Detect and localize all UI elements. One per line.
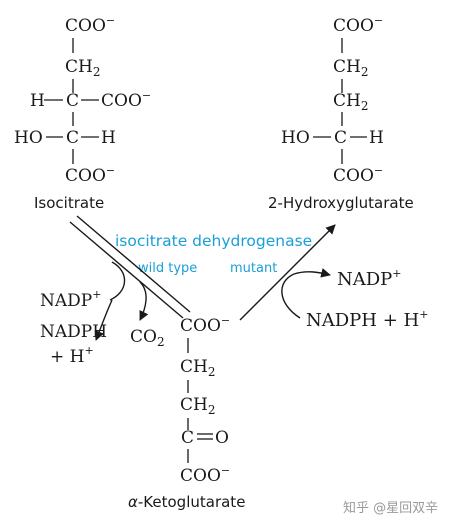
- left-nadph: NADPH: [40, 322, 107, 342]
- left-nadp: NADP+: [40, 288, 101, 311]
- nadp-out-arrow: [281, 268, 331, 319]
- hydroxyglutarate-c: C: [334, 128, 347, 148]
- hydroxyglutarate-coo-bottom: COO−: [333, 164, 383, 186]
- ketoglutarate-ch2-b: CH2: [180, 395, 215, 417]
- mutant-label: mutant: [230, 261, 277, 276]
- hydroxyglutarate-ch2-b: CH2: [333, 91, 368, 113]
- ketoglutarate-c: C: [181, 428, 194, 448]
- ketoglutarate-o: O: [215, 428, 229, 448]
- watermark: 知乎 @星回双辛: [343, 500, 438, 516]
- isocitrate-ho-left: HO: [14, 128, 43, 148]
- nadph-arrow: [94, 299, 113, 341]
- forward-line: [69, 221, 184, 319]
- isocitrate-c1: C: [66, 91, 79, 111]
- isocitrate-h-right: H: [101, 128, 116, 148]
- isocitrate-coo-top: COO−: [65, 14, 115, 36]
- hydroxyglutarate-ch2-a: CH2: [333, 57, 368, 79]
- hydroxyglutarate-structure: COO− CH2 CH2 HO C H COO− 2-Hydroxyglutar…: [268, 14, 414, 212]
- nadp-to-nadph-curve: [109, 261, 126, 301]
- ketoglutarate-coo-bottom: COO−: [180, 464, 230, 486]
- right-nadp: NADP+: [337, 267, 402, 290]
- enzyme-name: isocitrate dehydrogenase: [115, 232, 312, 250]
- wild-type-label: wild type: [138, 261, 197, 276]
- hydroxyglutarate-ho: HO: [281, 128, 310, 148]
- ketoglutarate-coo-top: COO−: [180, 314, 230, 336]
- isocitrate-h-left: H: [30, 91, 45, 111]
- right-nadph-h: NADPH + H+: [306, 308, 428, 331]
- isocitrate-c2: C: [66, 128, 79, 148]
- ketoglutarate-structure: COO− CH2 CH2 C O COO− α-Ketoglutarate: [128, 314, 245, 511]
- hydroxyglutarate-h: H: [369, 128, 384, 148]
- mutant-reaction-arrow: [239, 224, 336, 321]
- reversible-arrow: [69, 215, 191, 319]
- co2: CO2: [130, 327, 165, 349]
- ketoglutarate-ch2-a: CH2: [180, 357, 215, 379]
- isocitrate-coo-bottom: COO−: [65, 164, 115, 186]
- isocitrate-coo-right: COO−: [101, 89, 151, 111]
- co2-arrow: [139, 281, 149, 321]
- ketoglutarate-label: α-Ketoglutarate: [128, 493, 245, 511]
- hydroxyglutarate-coo-top: COO−: [333, 14, 383, 36]
- hydroxyglutarate-label: 2-Hydroxyglutarate: [268, 194, 414, 212]
- isocitrate-ch2: CH2: [65, 57, 100, 79]
- isocitrate-structure: COO− CH2 H C COO− HO C H COO− Isocitrate: [14, 14, 151, 212]
- isocitrate-label: Isocitrate: [34, 194, 104, 212]
- reverse-line: [76, 215, 191, 313]
- left-h-plus: + H+: [50, 344, 94, 367]
